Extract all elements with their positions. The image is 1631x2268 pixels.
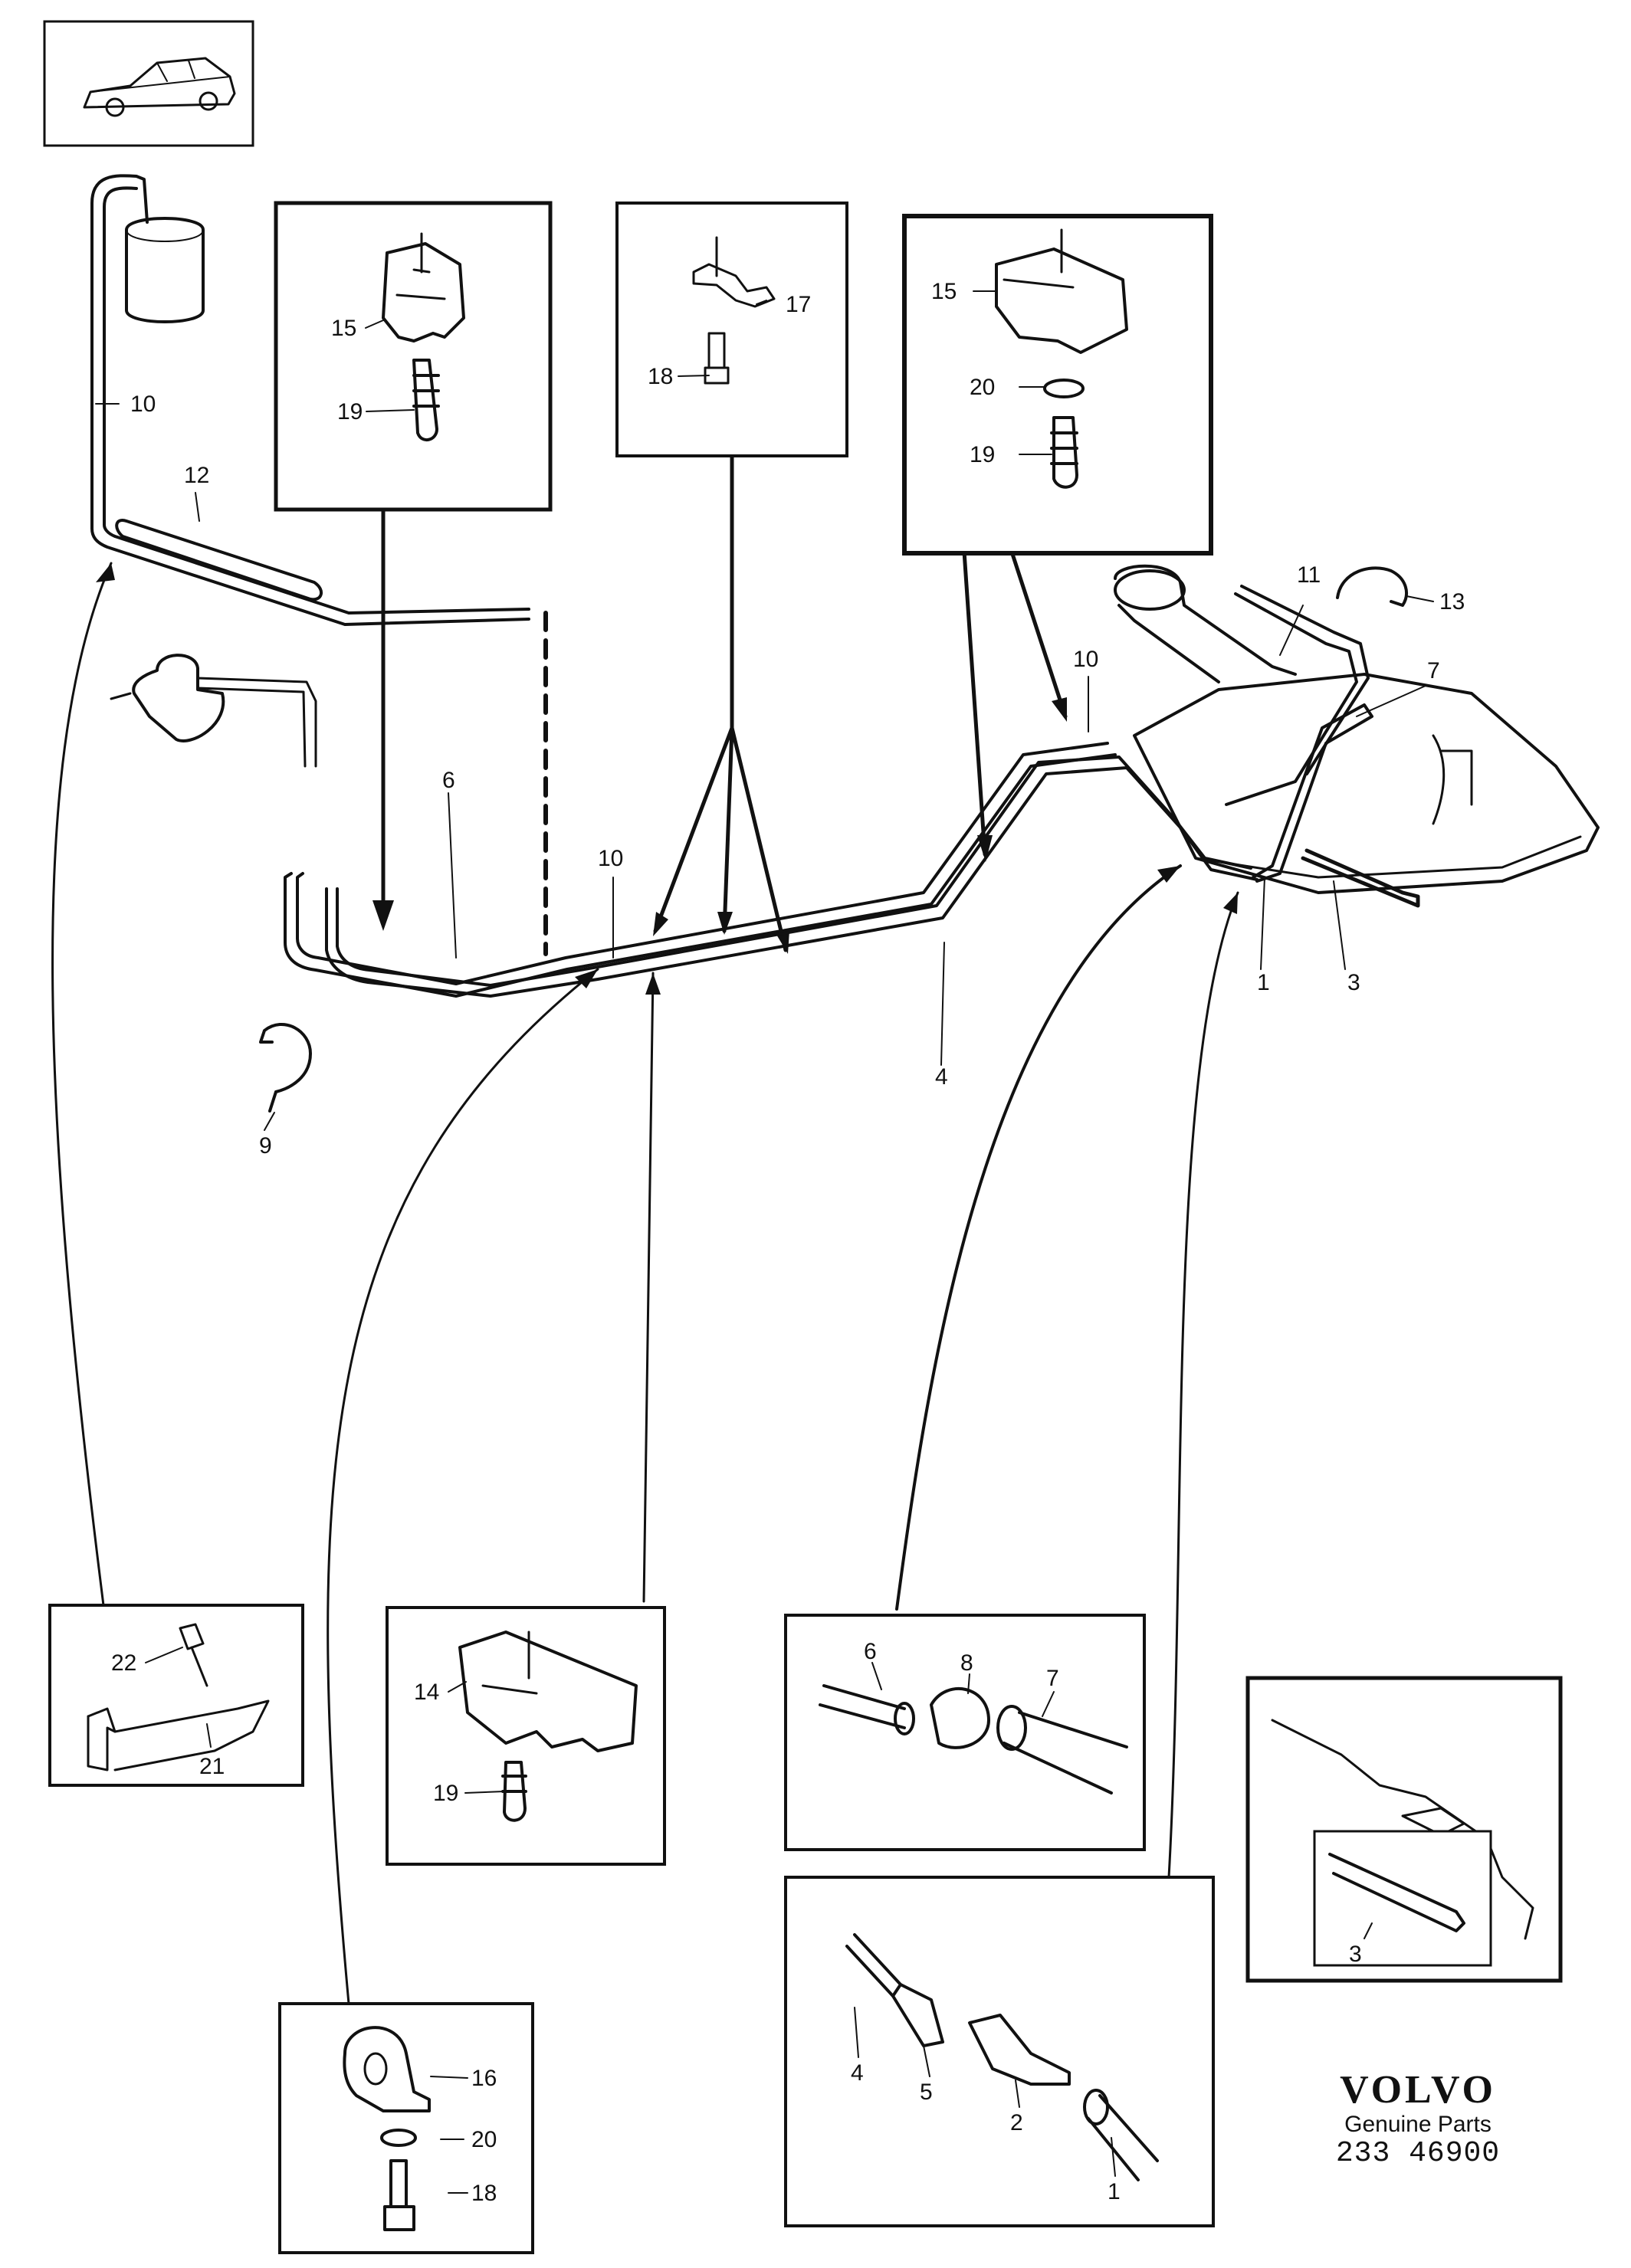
callout-label: 10 xyxy=(130,392,156,417)
callout-label: 12 xyxy=(184,463,209,488)
callout-label: 1 xyxy=(1257,970,1270,995)
callout-label: 10 xyxy=(598,846,623,871)
callout-label: 20 xyxy=(970,375,995,400)
washer xyxy=(380,2129,417,2147)
callout-label: 16 xyxy=(471,2066,497,2091)
screw xyxy=(412,359,440,441)
arrowhead xyxy=(645,973,661,995)
detail-box-tank-seal xyxy=(1245,1676,1563,1983)
diagram-code: 233 46900 xyxy=(1335,2137,1501,2170)
hose-clip xyxy=(259,1022,312,1113)
bolt xyxy=(704,332,730,385)
volvo-logo: VOLVO xyxy=(1340,2068,1496,2112)
arrowhead xyxy=(653,912,668,936)
pipe-assembly xyxy=(90,174,1600,1113)
callout-label: 8 xyxy=(960,1650,973,1676)
callout-label: 7 xyxy=(1046,1666,1059,1691)
callout-label: 19 xyxy=(433,1781,458,1806)
callout-label: 19 xyxy=(337,399,363,424)
foam-strip xyxy=(115,519,323,601)
callout-label: 14 xyxy=(414,1680,439,1705)
detail-box-fitting xyxy=(784,1876,1215,2227)
callout-label: 1 xyxy=(1108,2179,1121,2204)
callout-label: 15 xyxy=(331,316,356,341)
brand-block: VOLVO Genuine Parts 233 46900 xyxy=(1303,2069,1533,2170)
genuine-parts-label: Genuine Parts xyxy=(1344,2112,1492,2137)
callout-label: 18 xyxy=(471,2181,497,2206)
callout-label: 6 xyxy=(864,1639,877,1664)
callout-label: 9 xyxy=(259,1133,272,1159)
arrowhead xyxy=(776,930,789,954)
callout-label: 4 xyxy=(851,2060,864,2086)
leader-arrows xyxy=(51,454,1239,2005)
callout-label: 15 xyxy=(931,279,957,304)
callout-label: 3 xyxy=(1349,1942,1362,1967)
detail-box-bracket-22 xyxy=(48,1604,304,1787)
detail-box-clip-screw xyxy=(274,201,553,512)
callout-label: 19 xyxy=(970,442,995,467)
arrowhead xyxy=(1157,866,1180,883)
callout-leaders xyxy=(95,290,1434,2194)
callout-label: 13 xyxy=(1439,589,1465,615)
arrowhead xyxy=(1223,893,1238,914)
clamp xyxy=(1336,566,1408,607)
callout-label: 4 xyxy=(935,1064,948,1090)
callout-label: 5 xyxy=(920,2080,933,2105)
arrowhead xyxy=(575,969,598,988)
detail-box-clamp-16 xyxy=(278,2002,534,2254)
detail-box-clip-washer-screw xyxy=(902,214,1213,556)
car-thumbnail xyxy=(43,20,254,147)
screw xyxy=(501,1761,527,1822)
callout-label: 22 xyxy=(111,1650,136,1676)
fuel-pump xyxy=(132,654,225,742)
callout-label: 7 xyxy=(1427,658,1440,683)
callout-label: 21 xyxy=(199,1754,225,1779)
fuel-filter xyxy=(125,217,205,323)
callout-label: 3 xyxy=(1347,970,1360,995)
arrowhead xyxy=(96,563,115,582)
callout-label: 11 xyxy=(1297,562,1321,588)
detail-box-hose-connector xyxy=(784,1614,1146,1851)
callout-label: 17 xyxy=(786,292,811,317)
arrowhead xyxy=(1052,697,1067,722)
arrowhead xyxy=(717,912,733,935)
screw xyxy=(1050,416,1078,489)
callout-labels: 10 12 6 10 9 4 10 11 13 7 1 3 15 19 17 1… xyxy=(111,279,1465,2206)
detail-box-bracket-bolt xyxy=(615,202,848,457)
arrowhead xyxy=(372,900,394,931)
bolt xyxy=(383,2159,415,2231)
callout-label: 6 xyxy=(442,768,455,793)
callout-label: 2 xyxy=(1010,2110,1023,2135)
washer xyxy=(1043,379,1085,398)
detail-box-clip-14 xyxy=(386,1606,666,1866)
callout-label: 10 xyxy=(1073,647,1098,672)
fuel-tank xyxy=(1133,673,1600,894)
callout-label: 20 xyxy=(471,2127,497,2152)
callout-label: 18 xyxy=(648,364,673,389)
filler-neck xyxy=(1114,564,1297,683)
